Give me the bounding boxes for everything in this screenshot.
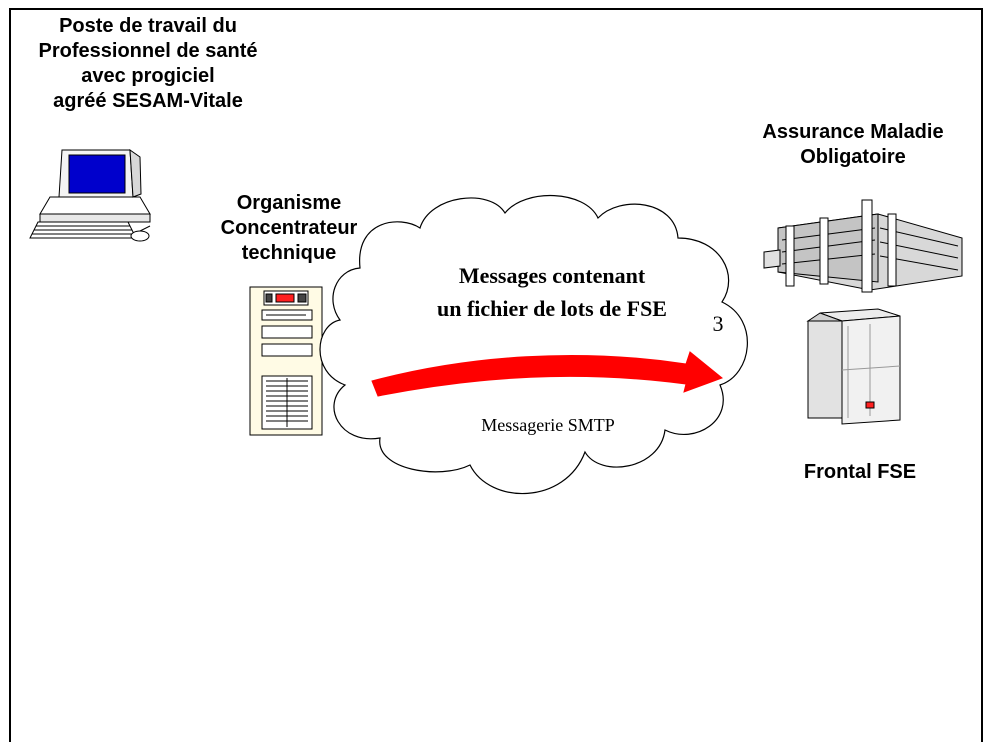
cloud-message-line: Messages contenant — [459, 263, 646, 288]
concentrator-label-line: technique — [241, 242, 337, 264]
insurance-label-line: Obligatoire — [800, 146, 906, 168]
office-building-icon — [763, 199, 963, 293]
workstation-label-line: Professionnel de santé — [38, 40, 258, 62]
concentrator-label-line: Organisme — [236, 192, 342, 214]
concentrator-label-line: Concentrateur — [220, 217, 358, 239]
step-number: 3 — [713, 311, 724, 336]
frontal-label: Frontal FSE — [803, 461, 917, 483]
server-tower-icon — [249, 286, 323, 436]
workstation-label: Poste de travail du Professionnel de san… — [12, 14, 284, 114]
transport-label: Messagerie SMTP — [481, 415, 615, 435]
computer-icon — [29, 148, 151, 242]
transfer-arrow — [371, 351, 723, 397]
diagram-frame — [9, 8, 983, 742]
cloud-message-line: un fichier de lots de FSE — [437, 296, 667, 321]
insurance-label: Assurance Maladie Obligatoire — [728, 120, 978, 170]
workstation-label-line: Poste de travail du — [59, 15, 237, 37]
server-rack-icon — [806, 308, 901, 425]
insurance-label-line: Assurance Maladie — [762, 121, 944, 143]
cloud-icon — [319, 195, 748, 494]
concentrator-label: Organisme Concentrateur technique — [200, 191, 378, 266]
workstation-label-line: agréé SESAM-Vitale — [53, 90, 243, 112]
workstation-label-line: avec progiciel — [81, 65, 215, 87]
screen — [68, 154, 126, 194]
